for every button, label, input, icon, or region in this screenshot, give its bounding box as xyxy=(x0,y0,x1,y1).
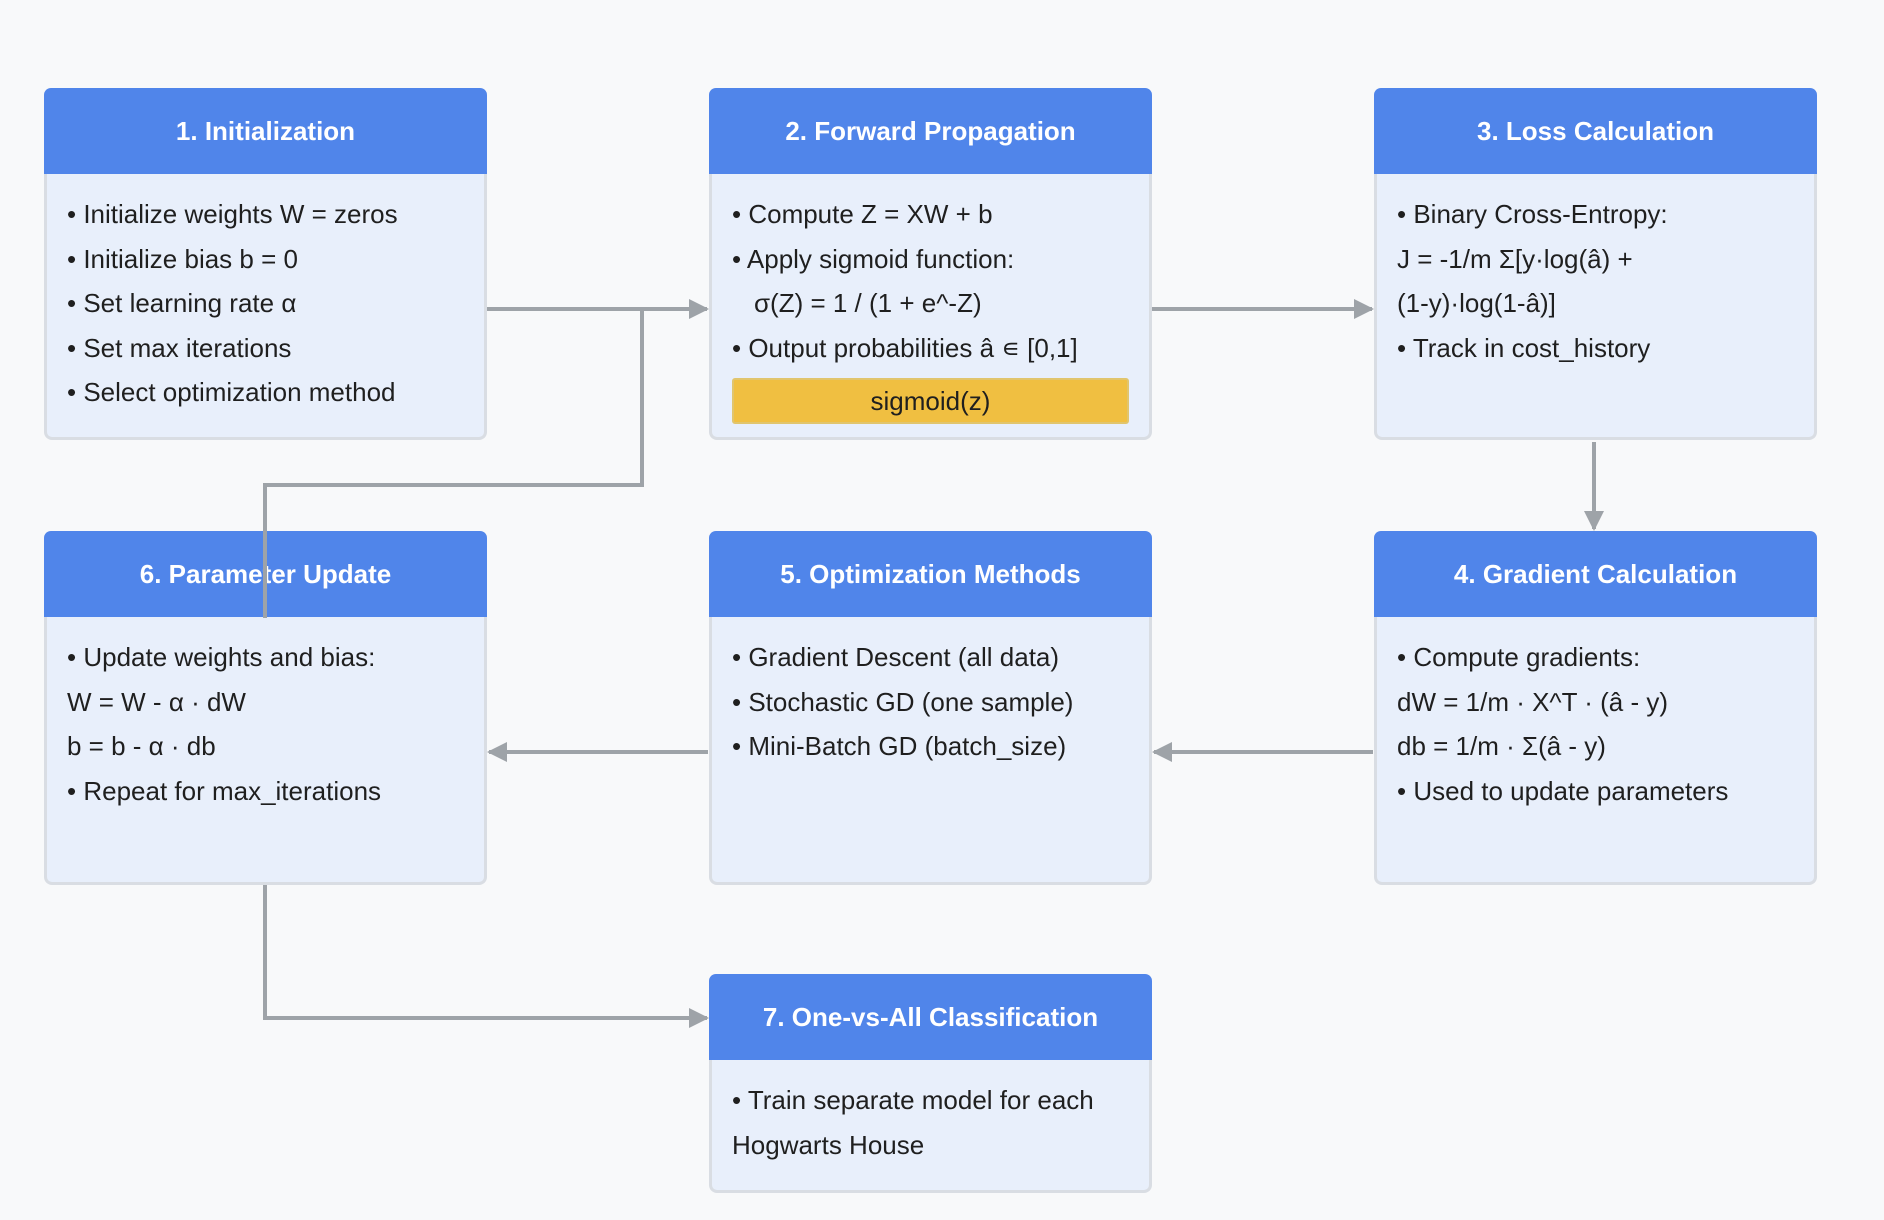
node-line: • Track in cost_history xyxy=(1397,332,1651,363)
node-line: • Used to update parameters xyxy=(1397,775,1729,806)
node-body: • Gradient Descent (all data) • Stochast… xyxy=(709,617,1152,885)
node-line: (1-y)·log(1-â)] xyxy=(1397,288,1556,318)
node-line: • Stochastic GD (one sample) xyxy=(732,686,1074,717)
node-body: • Initialize weights W = zeros • Initial… xyxy=(44,174,487,440)
node-body: • Binary Cross-Entropy: J = -1/m Σ[y·log… xyxy=(1374,174,1817,440)
node-line: • Update weights and bias: xyxy=(67,642,376,672)
node-line: b = b - α · db xyxy=(67,731,216,761)
node-line: • Train separate model for each xyxy=(732,1085,1094,1115)
node-title: 6. Parameter Update xyxy=(44,531,487,617)
node-title: 5. Optimization Methods xyxy=(709,531,1152,617)
node-gradient-calculation: 4. Gradient Calculation • Compute gradie… xyxy=(1374,531,1817,885)
node-body: • Compute gradients: dW = 1/m · X^T · (â… xyxy=(1374,617,1817,885)
node-initialization: 1. Initialization • Initialize weights W… xyxy=(44,88,487,440)
node-one-vs-all: 7. One-vs-All Classification • Train sep… xyxy=(709,974,1152,1193)
node-line: • Initialize weights W = zeros xyxy=(67,199,398,229)
node-optimization-methods: 5. Optimization Methods • Gradient Desce… xyxy=(709,531,1152,885)
arrow-6-to-7 xyxy=(263,884,709,1028)
node-forward-propagation: 2. Forward Propagation • Compute Z = XW … xyxy=(709,88,1152,440)
node-loss-calculation: 3. Loss Calculation • Binary Cross-Entro… xyxy=(1374,88,1817,440)
node-title: 2. Forward Propagation xyxy=(709,88,1152,174)
node-body: • Update weights and bias: W = W - α · d… xyxy=(44,617,487,885)
node-line: Hogwarts House xyxy=(732,1129,925,1160)
node-line: • Set max iterations xyxy=(67,332,292,363)
node-body: • Train separate model for each Hogwarts… xyxy=(709,1060,1152,1193)
node-line: • Gradient Descent (all data) xyxy=(732,642,1060,672)
sigmoid-badge: sigmoid(z) xyxy=(732,378,1129,424)
node-line: • Repeat for max_iterations xyxy=(67,775,382,806)
node-title: 4. Gradient Calculation xyxy=(1374,531,1817,617)
node-line: • Compute gradients: xyxy=(1397,642,1641,672)
node-line: • Compute Z = XW + b xyxy=(732,199,993,229)
node-title: 3. Loss Calculation xyxy=(1374,88,1817,174)
node-line: dW = 1/m · X^T · (â - y) xyxy=(1397,686,1669,717)
node-line: • Set learning rate α xyxy=(67,288,297,318)
node-line: db = 1/m · Σ(â - y) xyxy=(1397,731,1606,761)
node-line: W = W - α · dW xyxy=(67,686,246,717)
node-line: • Select optimization method xyxy=(67,377,396,407)
node-line: σ(Z) = 1 / (1 + e^-Z) xyxy=(754,288,982,318)
node-line: • Output probabilities â ∊ [0,1] xyxy=(732,332,1078,363)
node-line: • Binary Cross-Entropy: xyxy=(1397,199,1668,229)
node-line: • Apply sigmoid function: xyxy=(732,243,1015,274)
node-line: • Mini-Batch GD (batch_size) xyxy=(732,731,1067,761)
node-line: J = -1/m Σ[y·log(â) + xyxy=(1397,243,1633,274)
node-title: 1. Initialization xyxy=(44,88,487,174)
node-body: • Compute Z = XW + b • Apply sigmoid fun… xyxy=(709,174,1152,440)
node-parameter-update: 6. Parameter Update • Update weights and… xyxy=(44,531,487,885)
node-line: • Initialize bias b = 0 xyxy=(67,243,298,274)
node-title: 7. One-vs-All Classification xyxy=(709,974,1152,1060)
